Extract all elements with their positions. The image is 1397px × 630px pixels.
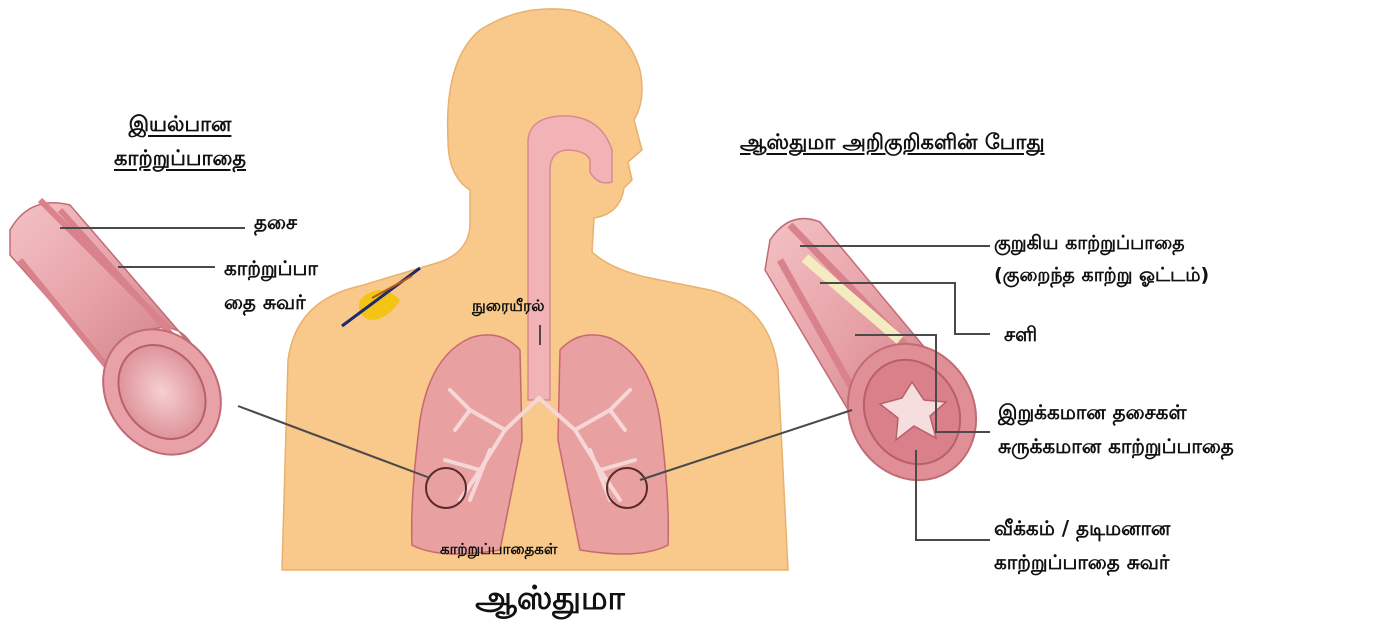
normal-airway-tube <box>10 200 245 478</box>
asthma-airway-tube <box>765 219 1001 504</box>
label-muscle: தசை <box>254 210 297 237</box>
label-tight-muscles-line2: சுருக்கமான காற்றுப்பாதை <box>998 434 1234 461</box>
label-airway-wall-line1: காற்றுப்பா <box>224 256 318 283</box>
label-airway-wall-line2: தை சுவர் <box>224 290 306 317</box>
label-tight-muscles-line1: இறுக்கமான தசைகள் <box>998 400 1187 427</box>
normal-airway-heading-line2: காற்றுப்பாதை <box>60 146 300 173</box>
diagram-title: ஆஸ்துமா <box>400 578 700 622</box>
label-swollen-wall-line2: காற்றுப்பாதை சுவர் <box>994 550 1169 577</box>
label-narrow-airway-line2: (குறைந்த காற்று ஓட்டம்) <box>994 264 1209 289</box>
label-swollen-wall-line1: வீக்கம் / தடிமனான <box>994 516 1170 543</box>
asthma-airway-heading: ஆஸ்துமா அறிகுறிகளின் போது <box>740 130 1045 157</box>
normal-airway-heading-line1: இயல்பான <box>80 112 280 139</box>
label-airways: காற்றுப்பாதைகள் <box>440 540 557 560</box>
label-mucus: சளி <box>1004 322 1037 349</box>
label-narrow-airway-line1: குறுகிய காற்றுப்பாதை <box>994 232 1185 257</box>
label-lung: நுரையீரல் <box>472 296 545 317</box>
